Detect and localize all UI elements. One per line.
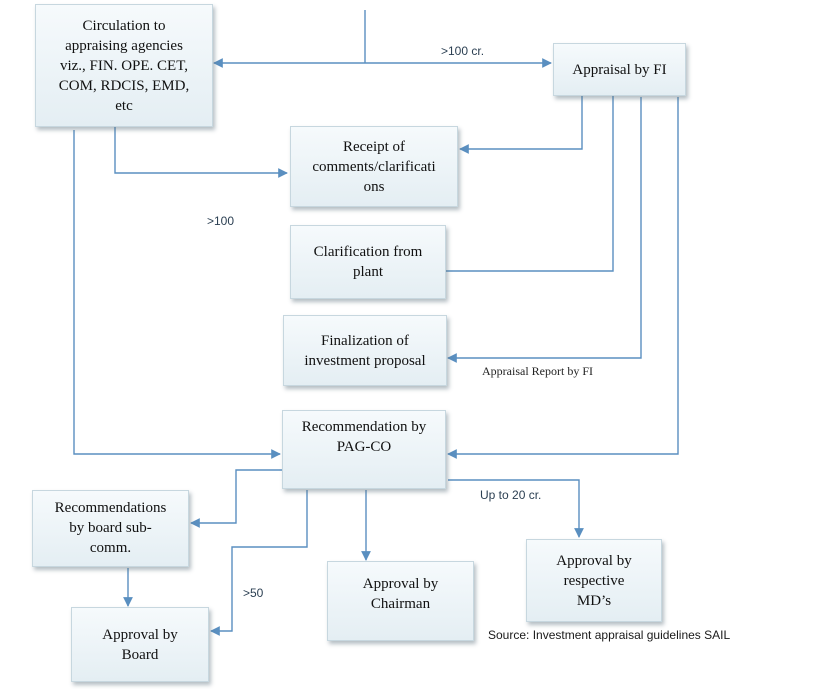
recommendation-pagco-label: Recommendation by PAG-CO (301, 419, 427, 455)
connector-circulation-receipt (114, 127, 288, 178)
receipt-label: Receipt of comments/clarificati ons (312, 138, 436, 195)
clarification-label: Clarification from plant (313, 244, 423, 280)
board-subcomm-label: Recommendations by board sub- comm. (54, 499, 167, 556)
recommendation-pagco-node: Recommendation by PAG-CO (282, 410, 446, 489)
label-gt100cr: >100 cr. (441, 44, 485, 58)
approval-chairman-label: Approval by Chairman (362, 576, 439, 612)
circulation-label: Circulation to appraising agencies viz.,… (58, 17, 190, 114)
circulation-node: Circulation to appraising agencies viz.,… (35, 4, 213, 127)
finalization-node: Finalization of investment proposal (283, 315, 447, 386)
connector-appraisal-finalization (447, 97, 642, 363)
approval-board-node: Approval by Board (71, 607, 209, 682)
approval-md-node: Approval by respective MD’s (526, 539, 662, 622)
connector-clarification-appraisal (446, 75, 618, 272)
approval-md-label: Approval by respective MD’s (556, 552, 632, 609)
approval-chairman-node: Approval by Chairman (327, 561, 474, 641)
label-gt100: >100 (207, 214, 235, 228)
source-note: Source: Investment appraisal guidelines … (488, 628, 731, 642)
label-appraisal-report: Appraisal Report by FI (482, 364, 593, 378)
connector-appraisal-receipt (459, 83, 583, 154)
connector-appraisal-pagco (447, 97, 679, 459)
approval-board-label: Approval by Board (102, 626, 178, 663)
receipt-node: Receipt of comments/clarificati ons (290, 126, 458, 207)
connector-pagco-subcomm (190, 469, 282, 528)
connector-circulation-pagco (73, 130, 281, 459)
board-subcomm-node: Recommendations by board sub- comm. (32, 490, 189, 567)
appraisal-fi-label: Appraisal by FI (572, 61, 667, 78)
clarification-node: Clarification from plant (290, 225, 446, 299)
finalization-label: Finalization of investment proposal (304, 332, 426, 369)
connector-pagco-board (210, 490, 308, 636)
label-upto20: Up to 20 cr. (480, 488, 542, 502)
label-gt50: >50 (243, 586, 264, 600)
appraisal-fi-node: Appraisal by FI (553, 43, 686, 96)
connector-pagco-md (448, 479, 584, 538)
